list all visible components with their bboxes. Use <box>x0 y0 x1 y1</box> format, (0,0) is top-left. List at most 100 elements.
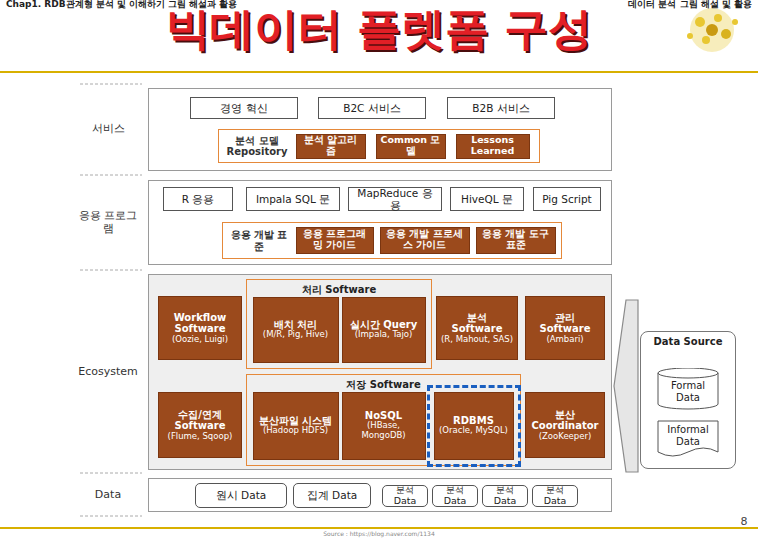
text-holder: RDBMS(Oracle, MySQL) <box>435 393 513 459</box>
software-box: 분산파일 시스템(Hadoop HDFS) <box>253 392 339 460</box>
app-box: MapReduce 응용 <box>348 187 442 211</box>
text-holder: Lessons Learned <box>457 135 529 158</box>
app-box: R 응용 <box>163 187 233 211</box>
text-holder: B2B 서비스 <box>448 98 554 118</box>
text-holder: Workflow Software(Oozie, Luigi) <box>159 297 241 359</box>
service-box: B2B 서비스 <box>447 97 555 119</box>
text-holder: 분석 Data <box>483 486 527 506</box>
box-label: HiveQL 문 <box>461 193 513 205</box>
box-label: 분산 Coordinator <box>529 409 601 432</box>
data-box: 집계 Data <box>293 483 371 508</box>
text-holder: Data <box>73 479 143 511</box>
software-box: NoSQL(HBase, MongoDB) <box>342 392 426 460</box>
software-box: 실시간 Query(Impala, Tajo) <box>342 297 426 363</box>
text-holder: Impala SQL 문 <box>247 188 339 210</box>
box-label: 응용 프로그램 <box>76 210 140 235</box>
text-holder: 원시 Data <box>196 484 286 507</box>
layer-band: 원시 Data집계 Data분석 Data분석 Data분석 Data분석 Da… <box>148 478 612 512</box>
box-label: 응용 개발 프로세스 가이드 <box>384 229 466 251</box>
database-cylinder: Formal Data <box>657 368 719 410</box>
box-label: Ecosystem <box>78 366 138 379</box>
text-holder: Ecosystem <box>73 275 143 469</box>
box-label: NoSQL <box>365 410 402 422</box>
box-label: 원시 Data <box>216 489 266 501</box>
box-label: 분산파일 시스템 <box>259 415 332 427</box>
text-holder: B2C 서비스 <box>319 98 425 118</box>
component-box: Common 모델 <box>376 134 446 159</box>
text-holder: 응용 프로그램 <box>73 181 143 264</box>
text-holder: 저장 Software <box>247 376 520 394</box>
software-box: Workflow Software(Oozie, Luigi) <box>158 296 242 360</box>
source-note: Source : https://blog.naver.com/1134 <box>279 530 479 537</box>
text-holder: Formal Data <box>657 377 719 406</box>
box-sublabel: (Impala, Tajo) <box>355 330 413 340</box>
text-holder: 분산파일 시스템(Hadoop HDFS) <box>254 393 338 459</box>
component-box: Lessons Learned <box>456 134 530 159</box>
software-box: RDBMS(Oracle, MySQL) <box>434 392 514 460</box>
data-box: 분석 Data <box>482 485 528 507</box>
text-holder: 분석 Data <box>383 486 427 506</box>
box-sublabel: (Hadoop HDFS) <box>263 426 328 436</box>
rule-line <box>0 527 758 529</box>
box-label: Pig Script <box>542 193 591 205</box>
data-box: 분석 Data <box>432 485 478 507</box>
page-title: 빅데이터 플렛폼 구성 <box>0 4 758 55</box>
header-text: 데이터 분석 그림 해설 및 활용 <box>520 0 752 11</box>
box-label: 실시간 Query <box>350 319 417 331</box>
box-sublabel: (HBase, MongoDB) <box>346 421 422 441</box>
box-label: 분석 Data <box>486 485 524 507</box>
box-label: 처리 Software <box>302 284 376 296</box>
shape-outline <box>658 421 718 456</box>
app-box: Pig Script <box>533 187 601 211</box>
box-label: B2C 서비스 <box>343 102 401 114</box>
box-label: 분석 Data <box>386 485 424 507</box>
text-holder: 배치 처리(M/R, Pig, Hive) <box>254 298 338 362</box>
text-holder: 분석 모델 Repository <box>219 130 295 162</box>
document-shape: Informal Data <box>657 420 719 460</box>
group-box: 분석 알고리즘 Common 모델 Lessons Learned 분석 모델 Rep… <box>218 129 540 163</box>
box-label: 분석 알고리즘 <box>300 135 362 157</box>
box-label: Informal Data <box>660 424 716 447</box>
component-box: 응용 프로그래밍 가이드 <box>296 227 374 254</box>
data-box: 분석 Data <box>382 485 428 507</box>
text-holder: NoSQL(HBase, MongoDB) <box>343 393 425 459</box>
app-box: Impala SQL 문 <box>246 187 340 211</box>
text-holder: 수집/연계 Software(Flume, Sqoop) <box>159 393 241 457</box>
box-label: 집계 Data <box>307 489 357 501</box>
software-box: 분산 Coordinator(ZooKeeper) <box>525 392 605 458</box>
text-holder: 응용 개발 도구 표준 <box>477 228 555 253</box>
box-label: Data Source <box>654 336 723 348</box>
software-box: 수집/연계 Software(Flume, Sqoop) <box>158 392 242 458</box>
box-label: R 응용 <box>182 193 215 205</box>
software-box: 분석 Software(R, Mahout, SAS) <box>436 296 518 360</box>
box-label: Lessons Learned <box>460 135 526 157</box>
text-holder: 분산 Coordinator(ZooKeeper) <box>526 393 604 457</box>
text-holder: 분석 Data <box>433 486 477 506</box>
text-holder: HiveQL 문 <box>451 188 523 210</box>
box-label: 분석 Data <box>436 485 474 507</box>
text-holder: 경영 혁신 <box>191 98 297 118</box>
shape-outline <box>658 368 718 409</box>
software-box: 관리 Software(Ambari) <box>525 296 605 360</box>
flow-arrow <box>614 300 638 472</box>
service-box: B2C 서비스 <box>318 97 426 119</box>
box-label: 저장 Software <box>346 379 420 391</box>
flower-decoration <box>687 8 738 52</box>
box-label: MapReduce 응용 <box>352 187 438 211</box>
text-holder: MapReduce 응용 <box>349 188 441 210</box>
layer-band: 경영 혁신 B2C 서비스 B2B 서비스분석 알고리즘 Common 모델 Lesso… <box>148 88 612 171</box>
layer-band: R 응용 Impala SQL 문 MapReduce 응용 HiveQL 문 Pig … <box>148 180 612 265</box>
box-label: 응용 프로그래밍 가이드 <box>300 229 370 251</box>
group-box: 응용 프로그래밍 가이드응용 개발 프로세스 가이드응용 개발 도구 표준응용 … <box>222 222 562 259</box>
layer-band: Workflow Software(Oozie, Luigi)배치 처리(M/R… <box>148 274 612 470</box>
text-holder: Common 모델 <box>377 135 445 158</box>
box-label: 서비스 <box>92 123 125 136</box>
box-label: 관리 Software <box>529 312 601 335</box>
box-label: Common 모델 <box>380 135 442 157</box>
box-label: RDBMS <box>453 415 494 427</box>
text-holder: 응용 프로그래밍 가이드 <box>297 228 373 253</box>
text-holder: 분석 Software(R, Mahout, SAS) <box>437 297 517 359</box>
box-label: 경영 혁신 <box>220 102 267 114</box>
box-sublabel: (ZooKeeper) <box>539 432 592 442</box>
